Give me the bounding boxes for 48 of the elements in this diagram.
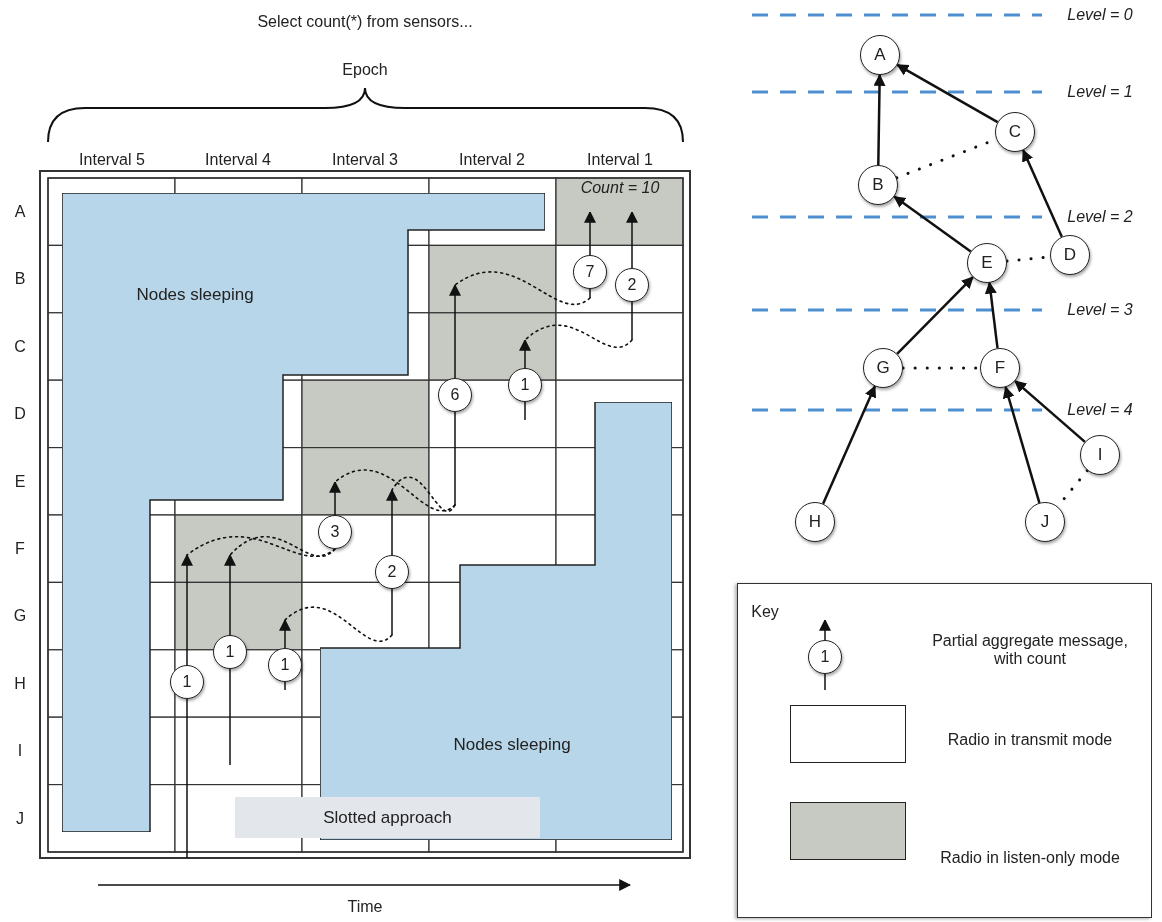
sensor-node: G: [863, 348, 903, 388]
parent-arrow: [1014, 380, 1086, 443]
parent-arrow: [896, 63, 999, 124]
interval-label: Interval 1: [587, 151, 653, 169]
sensor-node: I: [1080, 435, 1120, 475]
parent-arrow: [821, 385, 877, 505]
sensor-node: D: [1050, 235, 1090, 275]
sensor-node: C: [995, 112, 1035, 152]
level-label: Level = 4: [1067, 401, 1133, 419]
row-label: C: [14, 337, 26, 356]
overhearing-curve: [524, 324, 633, 349]
epoch-label: Epoch: [342, 61, 388, 79]
row-label: H: [14, 674, 26, 693]
sensor-node: J: [1025, 502, 1065, 542]
parent-arrow: [1022, 149, 1063, 238]
row-label: J: [16, 809, 24, 828]
row-label: F: [15, 540, 25, 558]
count-total: Count = 10: [580, 179, 660, 197]
interval-label: Interval 2: [459, 151, 525, 169]
interval-label: Interval 3: [332, 151, 398, 169]
level-label: Level = 3: [1067, 301, 1133, 319]
query-text: Select count(*) from sensors...: [257, 13, 473, 31]
legend-text: Radio in transmit mode: [946, 731, 1114, 749]
sensor-node: A: [860, 35, 900, 75]
row-label: E: [14, 472, 26, 491]
interval-label: Interval 4: [205, 151, 271, 169]
sensor-node: F: [980, 348, 1020, 388]
row-label: G: [13, 607, 27, 626]
interval-label: Interval 5: [79, 151, 145, 169]
parent-arrow: [873, 73, 886, 166]
parent-arrow: [1002, 386, 1041, 504]
sensor-node: E: [967, 243, 1007, 283]
row-label: B: [14, 270, 26, 289]
row-label: D: [14, 405, 26, 424]
row-label: I: [17, 742, 23, 761]
sensor-node: B: [858, 165, 898, 205]
level-label: Level = 0: [1067, 6, 1133, 24]
legend-text: Radio in listen-only mode: [939, 849, 1121, 867]
legend-heading: Key: [751, 603, 779, 621]
sensor-node: H: [795, 502, 835, 542]
row-label: A: [14, 203, 26, 221]
axis-label: Time: [347, 898, 383, 916]
parent-arrow: [896, 276, 974, 355]
level-label: Level = 1: [1067, 83, 1133, 101]
level-label: Level = 2: [1067, 208, 1133, 226]
legend-text: Partial aggregate message, with count: [931, 632, 1129, 668]
parent-arrow: [893, 195, 972, 253]
parent-arrow: [984, 281, 999, 349]
